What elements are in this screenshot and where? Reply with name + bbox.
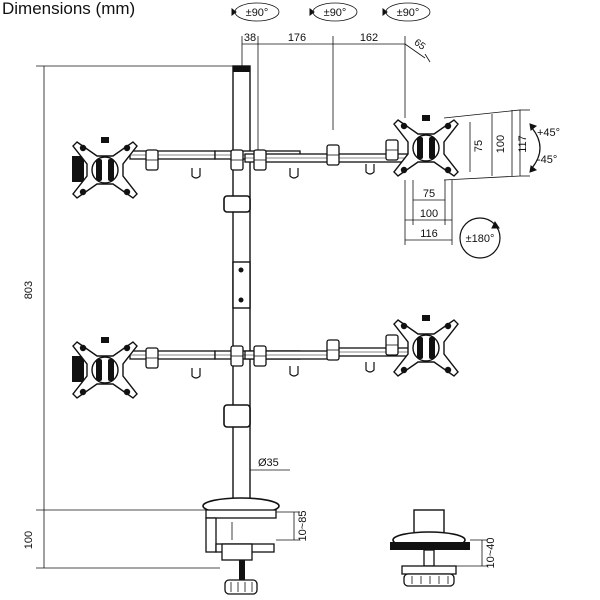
swivel-label: ±180° (466, 233, 495, 245)
grommet-mount: 10~40 (390, 509, 497, 587)
dim-vesa-75-h: 75 (473, 140, 485, 152)
rotation-label-3: ±90° (397, 7, 420, 19)
dim-803: 803 (23, 281, 35, 299)
upper-arm-assembly (72, 139, 416, 182)
rotation-label-2: ±90° (324, 7, 347, 19)
vesa-plate-top-right (393, 114, 459, 177)
swivel-indicator: ±180° (459, 217, 501, 259)
vesa-width-dimensions: 75 100 116 (404, 180, 453, 245)
dim-vesa-117-h: 117 (517, 135, 529, 153)
vesa-plate-bottom-right (393, 314, 459, 377)
tilt-down-label: -45° (537, 154, 557, 166)
tilt-up-label: +45° (537, 127, 560, 139)
dim-pole-diameter: Ø35 (258, 457, 279, 469)
dim-38: 38 (244, 32, 256, 44)
top-dimension-line: 38 176 162 65 (241, 32, 431, 160)
desk-clamp: 10~85 (202, 497, 309, 595)
clamp-range-label: 10~85 (297, 511, 309, 542)
diagram-title: Dimensions (mm) (2, 0, 135, 18)
pole-diameter-callout: Ø35 (250, 457, 290, 471)
tilt-indicator: +45° -45° (529, 123, 560, 173)
height-dimension: 803 100 (23, 65, 234, 569)
rotation-badge-3: ±90° (382, 2, 431, 22)
grommet-range-label: 10~40 (485, 538, 497, 569)
rotation-badge-2: ±90° (309, 2, 358, 22)
dim-vesa-116-w: 116 (420, 228, 438, 240)
dim-176: 176 (288, 32, 306, 44)
rotation-label-1: ±90° (246, 7, 269, 19)
dim-162: 162 (360, 32, 378, 44)
pole (223, 65, 251, 507)
lower-arm-assembly (72, 334, 416, 382)
dim-vesa-100-h: 100 (495, 135, 507, 153)
dim-100-base: 100 (23, 531, 35, 549)
rotation-badge-1: ±90° (231, 2, 280, 22)
dim-vesa-100-w: 100 (420, 208, 438, 220)
dim-vesa-75-w: 75 (423, 188, 435, 200)
vesa-dimension-box: 75 100 117 (443, 109, 530, 181)
